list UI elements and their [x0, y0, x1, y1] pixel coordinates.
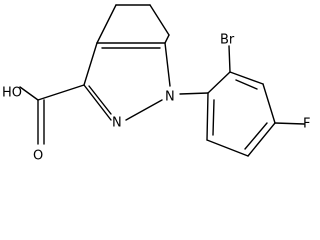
bond-ar-c6-c1	[206, 92, 209, 141]
bond-n2-n1	[125, 99, 163, 121]
bond-cooh-oh	[19, 86, 39, 101]
bond-c3-ccooh	[37, 84, 85, 101]
benzene-ring	[206, 71, 276, 157]
bond-c6a-n1	[164, 34, 170, 44]
bond-ar-c1-c2	[207, 71, 231, 94]
nitrogen-2-label: N	[112, 116, 122, 131]
chemical-structure: Br HO O N N F	[2, 4, 310, 164]
nitrogen-1-label: N	[165, 90, 175, 105]
bond-aryl-f	[274, 122, 305, 125]
hydroxyl-label: HO	[2, 86, 22, 101]
bond-n1-aryl	[179, 92, 209, 95]
bond-c3-n2	[83, 84, 112, 121]
bond-c4-c3a	[96, 4, 117, 44]
bond-c6a-n1-lower	[164, 42, 171, 87]
fluorine-label: F	[303, 117, 310, 132]
bond-c3-n2-inner	[88, 85, 112, 115]
bond-ar-c4-c5	[247, 122, 276, 157]
bond-ar-double-3	[212, 99, 215, 136]
bond-ar-c5-c6	[206, 139, 249, 157]
bond-ar-double-2	[244, 122, 268, 150]
bond-aryl-br	[228, 45, 231, 73]
pyrazole-ring	[83, 34, 171, 121]
carbonyl-oxygen-label: O	[33, 149, 43, 164]
bond-ar-double-1	[235, 79, 258, 90]
bond-ar-c2-c3	[229, 71, 264, 85]
bond-c3a-c3	[83, 42, 98, 86]
carboxylic-acid-group	[19, 84, 85, 145]
bond-c5-c6	[149, 4, 170, 36]
bond-ar-c3-c4	[262, 83, 276, 124]
bromine-label: Br	[220, 33, 235, 48]
cyclopentane-ring	[96, 4, 170, 44]
